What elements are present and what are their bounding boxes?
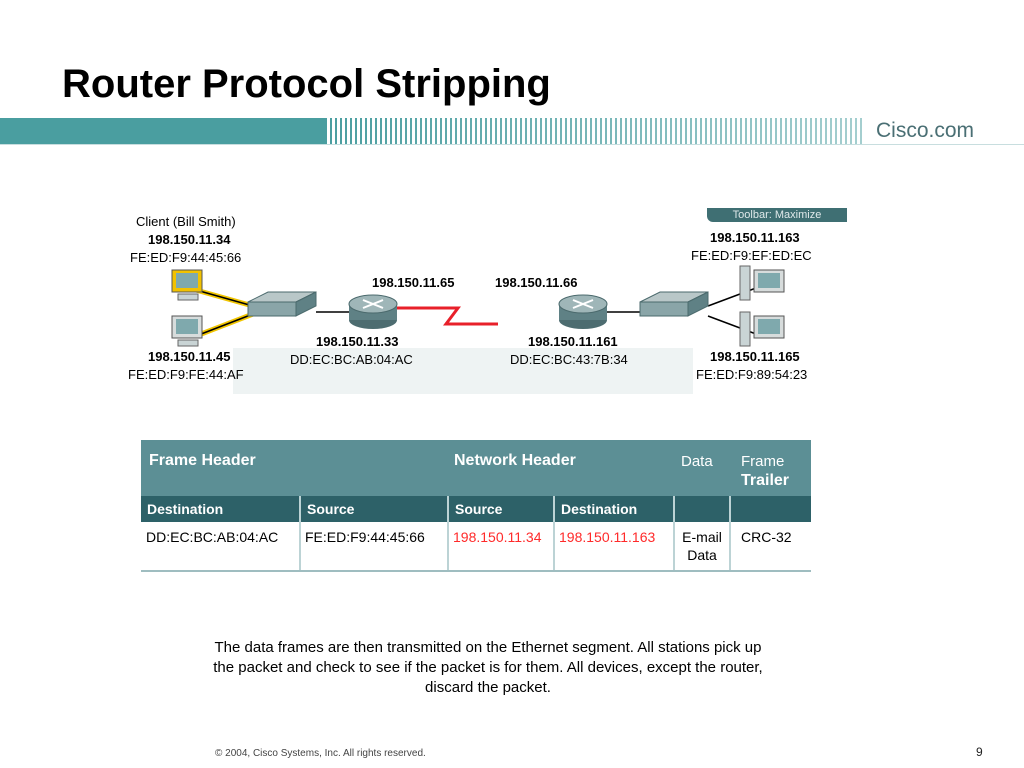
- right-switch-icon: [639, 291, 709, 317]
- table-group-header: Frame Header Network Header Data Frame T…: [141, 440, 811, 496]
- cell-data: E-mail Data: [675, 522, 731, 570]
- host-bottom-left-mac-label: FE:ED:F9:FE:44:AF: [128, 367, 244, 382]
- router-right-lan-ip-label: 198.150.11.161: [528, 334, 618, 349]
- left-router-icon: [348, 294, 398, 329]
- caption-line-1: The data frames are then transmitted on …: [214, 639, 762, 656]
- col-trailer: [731, 496, 811, 522]
- network-figure: Toolbar: Maximize: [128, 208, 848, 700]
- cable-client-switch-inner: [195, 289, 254, 307]
- toolbar-maximize-tag[interactable]: Toolbar: Maximize: [707, 208, 847, 222]
- col-network-destination: Destination: [555, 496, 675, 522]
- network-header-title: Network Header: [454, 452, 576, 469]
- right-router-icon: [558, 294, 608, 329]
- banner-stripes: [325, 118, 865, 144]
- client-ip-label: 198.150.11.34: [148, 232, 231, 247]
- cell-frame-destination: DD:EC:BC:AB:04:AC: [141, 522, 301, 570]
- copyright-footer: © 2004, Cisco Systems, Inc. All rights r…: [215, 748, 426, 759]
- client-mac-label: FE:ED:F9:44:45:66: [130, 250, 242, 265]
- client-computer-icon: [171, 269, 203, 301]
- host-bottom-left-computer-icon: [171, 315, 203, 347]
- banner-divider: [0, 144, 1024, 145]
- col-frame-source: Source: [301, 496, 449, 522]
- figure-caption: The data frames are then transmitted on …: [128, 638, 848, 698]
- bg-panel: [233, 348, 693, 394]
- page-number: 9: [976, 745, 983, 759]
- router-left-wan-ip-label: 198.150.11.65: [372, 275, 455, 290]
- cell-network-destination: 198.150.11.163: [555, 522, 675, 570]
- slide-title: Router Protocol Stripping: [62, 62, 551, 106]
- router-right-wan-ip-label: 198.150.11.66: [495, 275, 578, 290]
- frame-structure-table: Frame Header Network Header Data Frame T…: [141, 440, 811, 572]
- host-top-right-computer-icon: [739, 265, 785, 301]
- caption-line-2: the packet and check to see if the packe…: [213, 659, 763, 676]
- cell-network-source: 198.150.11.34: [449, 522, 555, 570]
- frame-header-title: Frame Header: [149, 452, 256, 469]
- caption-line-3: discard the packet.: [425, 679, 551, 696]
- cell-frame-source: FE:ED:F9:44:45:66: [301, 522, 449, 570]
- host-top-right-ip-label: 198.150.11.163: [710, 230, 800, 245]
- left-switch-icon: [247, 291, 317, 317]
- host-bottom-right-ip-label: 198.150.11.165: [710, 349, 800, 364]
- col-network-source: Source: [449, 496, 555, 522]
- col-data: [675, 496, 731, 522]
- frame-trailer-title-line1: Frame: [741, 453, 785, 470]
- table-column-header: Destination Source Source Destination: [141, 496, 811, 522]
- router-right-lan-mac-label: DD:EC:BC:43:7B:34: [510, 352, 628, 367]
- topology-diagram: [171, 265, 785, 394]
- data-title: Data: [681, 453, 713, 470]
- client-name-label: Client (Bill Smith): [136, 214, 236, 229]
- router-left-lan-mac-label: DD:EC:BC:AB:04:AC: [290, 352, 413, 367]
- cable-host2-switch-inner: [195, 313, 254, 337]
- host-bottom-left-ip-label: 198.150.11.45: [148, 349, 231, 364]
- brand-logo: Cisco.com: [876, 119, 975, 142]
- cell-data-line1: E-mail: [682, 529, 722, 545]
- router-left-lan-ip-label: 198.150.11.33: [316, 334, 399, 349]
- col-frame-destination: Destination: [141, 496, 301, 522]
- host-bottom-right-computer-icon: [739, 311, 785, 347]
- header-banner: Cisco.com: [0, 118, 1024, 144]
- banner-solid-bar: [0, 118, 325, 144]
- cell-trailer: CRC-32: [741, 529, 792, 545]
- table-row: DD:EC:BC:AB:04:AC FE:ED:F9:44:45:66 198.…: [141, 522, 811, 572]
- wan-serial-link: [396, 306, 498, 326]
- host-bottom-right-mac-label: FE:ED:F9:89:54:23: [696, 367, 808, 382]
- host-top-right-mac-label: FE:ED:F9:EF:ED:EC: [691, 248, 812, 263]
- cell-data-line2: Data: [687, 547, 717, 563]
- frame-trailer-title-line2: Trailer: [741, 472, 790, 489]
